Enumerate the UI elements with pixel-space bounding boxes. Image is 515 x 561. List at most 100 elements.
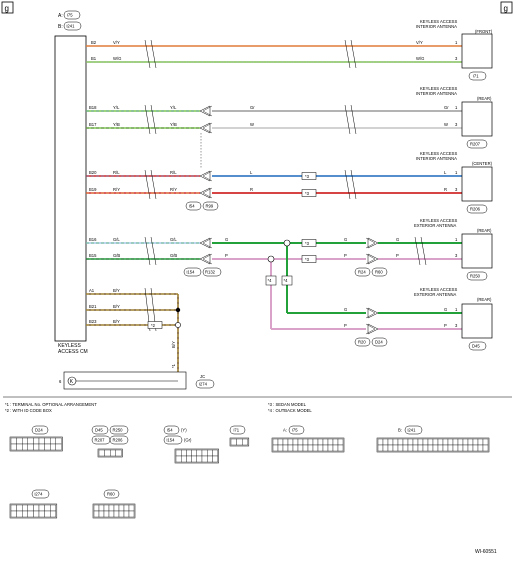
r60-pin-cell	[123, 510, 130, 518]
i241-pin-cell	[472, 444, 479, 452]
d45-pin-cell	[115, 449, 122, 457]
antenna-ext1-conn-oval	[466, 271, 488, 281]
end-color-b16: G	[396, 237, 399, 242]
i241-pin-cell	[432, 444, 439, 452]
mark-box-3b	[301, 189, 317, 197]
i241-pin-cell	[482, 444, 489, 452]
r60-pin-cell	[113, 504, 120, 512]
ground-splice-b23	[175, 322, 181, 328]
i75-pin-cell	[287, 438, 294, 446]
d24-pin-cell	[33, 443, 40, 451]
color-b2: V/Y	[113, 40, 120, 45]
color-b19: R/Y	[113, 187, 120, 192]
antenna-ext2-conn: D45	[472, 344, 480, 349]
relay-oval-r20	[354, 337, 371, 347]
d24-pin-cell	[44, 437, 51, 445]
i241-pin-cell	[467, 444, 474, 452]
connector-symbol-group3	[199, 170, 213, 199]
r60-pin-cell	[103, 504, 110, 512]
r60-pin-cell	[118, 504, 125, 512]
legend-1: *1 : TERMINAL No. OPTIONAL ARRANGEMENT	[5, 402, 97, 407]
lower-g-end: G	[444, 307, 447, 312]
ecu-connector-b-oval	[63, 21, 82, 31]
joint-id: i274	[199, 382, 208, 387]
i241-pin-cell	[457, 438, 464, 446]
wire-break-5	[144, 169, 157, 200]
end-color-b15: P	[396, 253, 399, 258]
antenna-rear-int-box	[461, 101, 493, 137]
color-b21: B/Y	[113, 304, 120, 309]
d24-pin-cell	[44, 443, 51, 451]
i241-pin-cell	[412, 444, 419, 452]
i274-pin-cell	[22, 510, 28, 518]
near-color-b15: P	[344, 253, 347, 258]
mark-box-2	[147, 321, 163, 329]
view-i75-oval	[288, 425, 305, 435]
end-color-b18: Gr	[444, 105, 449, 110]
i75-pin-cell	[302, 444, 309, 452]
i274-pin-cell	[10, 504, 17, 512]
joint-connector-box	[63, 371, 187, 390]
mark-box-3c	[301, 239, 317, 247]
i241-pin-cell	[397, 444, 404, 452]
wire-break-8	[414, 236, 427, 266]
antenna-center-l1: KEYLESS ACCESS	[420, 151, 457, 156]
i241-pin-cell	[392, 444, 399, 452]
end-color-b17: W	[444, 122, 448, 127]
i241-pin-cell	[387, 444, 394, 452]
mid-color-b20: R/L	[170, 170, 177, 175]
i75-pin-cell	[332, 438, 339, 446]
i274-pin-cell	[38, 504, 45, 512]
d24-pin-cell	[38, 443, 45, 451]
mid-color-b15: G/B	[170, 253, 177, 258]
d24-pin-cell	[27, 437, 34, 445]
joint-label: JC	[200, 374, 205, 379]
i54-pin-cell	[186, 455, 192, 463]
i241-pin-cell	[427, 444, 434, 452]
pin-b16: B16	[89, 237, 97, 242]
wire-break-2	[344, 39, 357, 69]
connector-grid-r60	[92, 503, 136, 519]
d24-pin-cell	[22, 437, 28, 445]
i54-pin-cell	[191, 449, 197, 457]
i241-pin-cell	[402, 438, 409, 446]
antenna-ext1-l2: EXTERIOR ANTENNA	[414, 223, 457, 228]
antenna-rear-int-l1: KEYLESS ACCESS	[420, 86, 457, 91]
relay-oval-r24	[354, 267, 371, 277]
mark-3d: *3	[305, 257, 310, 262]
view-r207: R207	[95, 438, 106, 443]
i75-pin-cell	[337, 444, 344, 452]
antenna-ext1-conn: R250	[470, 274, 481, 279]
i274-pin-cell	[33, 510, 40, 518]
lower-g-pin: 1	[455, 307, 458, 312]
connector-grid-i274	[9, 503, 58, 519]
antenna-front-box	[461, 33, 493, 69]
i241-pin-cell	[447, 444, 454, 452]
view-i75-prefix: A:	[283, 428, 287, 433]
r60-pin-cell	[108, 504, 115, 512]
r60-pin-cell	[128, 510, 135, 518]
d24-pin-cell	[10, 443, 17, 451]
i75-pin-cell	[317, 444, 324, 452]
i274-pin-cell	[16, 510, 23, 518]
i241-pin-cell	[482, 438, 489, 446]
keyless-access-cm-box	[54, 35, 87, 342]
i75-pin-cell	[277, 438, 284, 446]
corner-marker-left	[1, 1, 14, 14]
end-color-b20: L	[444, 170, 447, 175]
i75-pin-cell	[297, 438, 304, 446]
r60-pin-cell	[93, 510, 100, 518]
d24-pin-cell	[38, 437, 45, 445]
splice-p	[267, 255, 275, 263]
i274-pin-cell	[27, 504, 34, 512]
pin-b21: B21	[89, 304, 97, 309]
figure-id: WI-60551	[475, 549, 497, 555]
antenna-rear-int-l3: (REAR)	[477, 96, 492, 101]
antenna-ext-rear1-box	[461, 233, 493, 269]
r60-pin-cell	[118, 510, 125, 518]
i75-pin-cell	[312, 444, 319, 452]
view-i241-oval	[404, 425, 423, 435]
mid-color-b16: G/L	[170, 237, 177, 242]
i75-pin-cell	[322, 438, 329, 446]
antenna-ext1-l3: (REAR)	[477, 228, 492, 233]
